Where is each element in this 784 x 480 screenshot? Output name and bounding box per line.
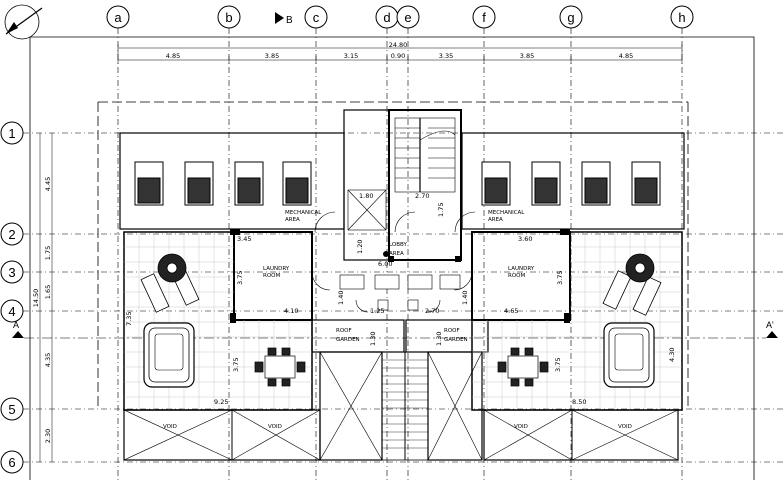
dim-a-b: 4.85: [166, 52, 180, 60]
lower-stairs: [381, 351, 429, 461]
section-a-left: A: [13, 320, 19, 330]
dim-430: 4.30: [668, 348, 676, 362]
overall-depth-dim: 14.50: [32, 289, 40, 308]
laundry-right-1: LAUNDRY: [508, 266, 535, 272]
dim-465: 4.65: [504, 307, 518, 315]
dim-130a: 1.30: [369, 332, 377, 346]
dim-3-4: 1.65: [44, 285, 52, 299]
dim-345: 3.45: [237, 235, 251, 243]
inner-dimensions: 1.80 2.70 1.75 3.45 3.60 6.00 3.75 3.75 …: [125, 192, 676, 406]
grid-row-bubbles: 1 2 3 4 5 6: [0, 121, 24, 474]
grid-col-a: a: [114, 10, 122, 25]
void-1: VOID: [163, 424, 177, 430]
mechanical-area-left-1: MECHANICAL: [285, 210, 322, 216]
void-4: VOID: [618, 424, 632, 430]
grid-col-g: g: [567, 10, 574, 25]
grid-col-d: d: [383, 10, 390, 25]
dim-g-h: 4.85: [619, 52, 633, 60]
void-3: VOID: [514, 424, 528, 430]
dim-375a: 3.75: [236, 271, 244, 285]
laundry-left-2: ROOM: [263, 273, 280, 279]
dim-130b: 1.30: [435, 332, 443, 346]
dim-270: 2.70: [415, 192, 429, 200]
section-marker-b: B: [275, 12, 293, 26]
dim-5-6: 2.30: [44, 429, 52, 443]
dim-120: 1.20: [356, 240, 364, 254]
building-walls: [119, 109, 685, 461]
dim-175: 1.75: [437, 203, 445, 217]
dim-180: 1.80: [359, 192, 373, 200]
roof-garden-right-1: ROOF: [444, 328, 460, 334]
dim-375d: 3.75: [554, 358, 562, 372]
dim-375b: 3.75: [556, 271, 564, 285]
dim-375c: 3.75: [232, 358, 240, 372]
overall-width-dim: 24.80: [389, 41, 408, 49]
dim-850: 8.50: [572, 398, 586, 406]
section-b-label: B: [286, 15, 293, 26]
grid-row-4: 4: [8, 304, 15, 319]
lobby-label-1: LOBBY: [389, 242, 407, 248]
dim-360: 3.60: [518, 235, 532, 243]
dim-600: 6.00: [378, 260, 392, 268]
dining-set-left: [254, 347, 306, 387]
dim-f-g: 3.85: [520, 52, 534, 60]
grid-col-c: c: [313, 10, 320, 25]
roof-garden-left-1: ROOF: [336, 328, 352, 334]
dim-4-5: 4.35: [44, 353, 52, 367]
structural-columns: [230, 229, 570, 323]
dim-b-c: 3.85: [265, 52, 279, 60]
grid-row-6: 6: [8, 455, 15, 470]
mechanical-area-right-1: MECHANICAL: [488, 210, 525, 216]
laundry-left-1: LAUNDRY: [263, 266, 290, 272]
roof-garden-left-2: GARDEN: [336, 337, 360, 343]
top-dimension-chain: 24.80 4.85 3.85 3.15 0.90 3.35 3.85 4.85: [117, 41, 683, 64]
dim-735: 7.35: [125, 312, 133, 326]
jacuzzi-right: [603, 322, 655, 388]
grid-col-h: h: [678, 10, 685, 25]
section-arrow-icon: [275, 12, 284, 24]
dim-125: 1.25: [370, 307, 384, 315]
north-arrow-icon: [4, 4, 43, 40]
dim-410: 4.10: [284, 307, 298, 315]
void-2: VOID: [268, 424, 282, 430]
roof-garden-right-2: GARDEN: [444, 337, 468, 343]
grid-col-f: f: [482, 10, 486, 25]
dim-925: 9.25: [214, 398, 228, 406]
grid-row-1: 1: [8, 126, 15, 141]
terrace-tiles: [124, 232, 682, 410]
mechanical-area-left-2: AREA: [285, 217, 300, 223]
dim-d-e: 0.90: [391, 52, 405, 60]
dim-c-d: 3.15: [344, 52, 358, 60]
grid-column-bubbles: a b c d e f g h: [106, 5, 694, 29]
dining-set-right: [497, 347, 549, 387]
left-dimension-chain: 14.50 4.45 1.75 1.65 4.35 2.30: [32, 133, 53, 462]
loungers-right: [602, 253, 662, 316]
dim-140b: 1.40: [461, 291, 469, 305]
grid-col-b: b: [225, 10, 232, 25]
grid-row-5: 5: [8, 402, 15, 417]
dim-140a: 1.40: [337, 291, 345, 305]
dim-2-3: 1.75: [44, 246, 52, 260]
room-labels: MECHANICAL AREA MECHANICAL AREA LAUNDRY …: [163, 210, 632, 430]
staircase: [347, 117, 456, 231]
door-swings: [311, 211, 476, 313]
dim-1-2: 4.45: [44, 177, 52, 191]
rooftop-units: [134, 161, 661, 206]
lobby-label-2: AREA: [389, 251, 404, 257]
jacuzzi-left: [143, 322, 195, 388]
laundry-right-2: ROOM: [508, 273, 525, 279]
grid-row-2: 2: [8, 227, 15, 242]
section-a-right: A': [766, 320, 774, 330]
bathroom-fixtures: [339, 274, 461, 311]
site-boundary: [29, 36, 755, 480]
loungers-left: [140, 253, 200, 313]
mechanical-area-right-2: AREA: [488, 217, 503, 223]
grid-col-e: e: [404, 10, 411, 25]
grid-row-3: 3: [8, 265, 15, 280]
dim-e-f: 3.35: [439, 52, 453, 60]
dim-270b: 2.70: [425, 307, 439, 315]
void-crosses: [123, 351, 679, 461]
